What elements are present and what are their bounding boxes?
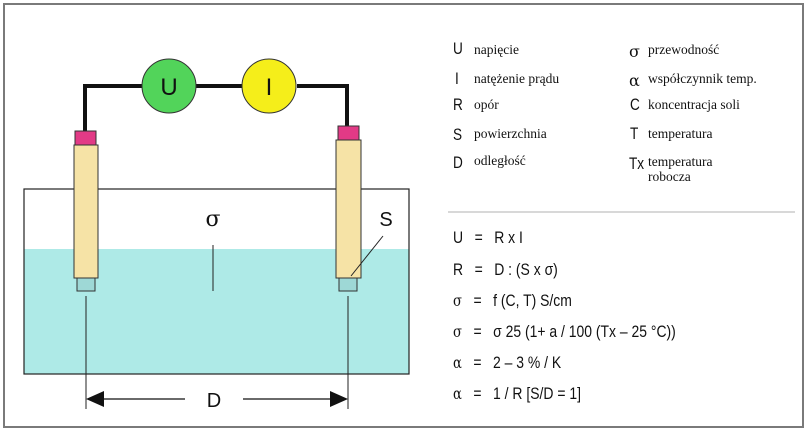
- legend-symbol: Tx: [629, 154, 645, 173]
- electrode-cap-right: [337, 125, 360, 141]
- formula-row: α = 1 / R [S/D = 1]: [453, 384, 581, 404]
- formula-lhs: σ: [453, 322, 462, 341]
- formula-rhs: σ 25 (1+ a / 100 (Tx – 25 °C)): [493, 322, 676, 341]
- s-label: S: [379, 209, 392, 231]
- legend-text-line2: robocza: [648, 169, 691, 184]
- wire: [83, 84, 142, 133]
- formula-eq: =: [474, 228, 483, 247]
- formula-eq: =: [473, 353, 482, 372]
- formula-lhs: α: [453, 384, 462, 403]
- legend-text: koncentracja soli: [648, 97, 740, 112]
- legend-symbol: C: [630, 95, 640, 114]
- formula-rhs: D : (S x σ): [494, 260, 558, 279]
- legend-text: napięcie: [474, 42, 519, 57]
- formula-lhs: α: [453, 353, 462, 372]
- formula-row: R = D : (S x σ): [453, 260, 558, 280]
- formula-lhs: U: [453, 228, 464, 247]
- d-label: D: [207, 390, 221, 412]
- legend-text-line1: temperatura: [648, 154, 713, 169]
- sigma-label: σ: [205, 207, 220, 232]
- voltmeter-label: U: [160, 74, 177, 101]
- s-pointer: [350, 235, 384, 277]
- wire: [297, 84, 349, 128]
- legend-symbol: α: [629, 71, 640, 90]
- legend-text: opór: [474, 97, 499, 112]
- legend-text: natężenie prądu: [474, 71, 560, 86]
- formula-row: σ = σ 25 (1+ a / 100 (Tx – 25 °C)): [453, 322, 676, 342]
- legend-text: temperatura: [648, 126, 713, 141]
- formula-row: σ = f (C, T) S/cm: [453, 291, 572, 311]
- formula-row: U = R x I: [453, 228, 523, 248]
- formula-rhs: 1 / R [S/D = 1]: [493, 384, 581, 403]
- ammeter-label: I: [266, 74, 273, 101]
- formula-rhs: 2 – 3 % / K: [493, 353, 562, 372]
- legend-text: odległość: [474, 153, 526, 168]
- electrode-tip-left: [76, 277, 96, 292]
- formula-eq: =: [474, 260, 483, 279]
- legend-symbol: R: [453, 95, 463, 114]
- arrow-left: [86, 391, 104, 407]
- legend-text: powierzchnia: [474, 126, 547, 141]
- ammeter: [241, 58, 297, 114]
- voltmeter: [141, 58, 197, 114]
- formula-eq: =: [473, 291, 482, 310]
- arrow-right: [330, 391, 348, 407]
- legend-symbol: σ: [629, 42, 640, 61]
- formula-rhs: R x I: [494, 228, 523, 247]
- formula-eq: =: [473, 322, 482, 341]
- legend-symbol: S: [453, 125, 463, 144]
- formula-lhs: σ: [453, 291, 462, 310]
- electrode-tip-right: [338, 277, 358, 292]
- legend-text: współczynnik temp.: [648, 71, 757, 86]
- formula-rhs: f (C, T) S/cm: [493, 291, 572, 310]
- formula-lhs: R: [453, 260, 464, 279]
- electrode-body-right: [335, 139, 362, 279]
- legend-symbol: T: [630, 124, 639, 143]
- formula-row: α = 2 – 3 % / K: [453, 353, 561, 373]
- legend-symbol: U: [453, 39, 463, 58]
- legend-symbol: D: [453, 153, 463, 172]
- legend-text: przewodność: [648, 42, 720, 57]
- electrode-body-left: [73, 144, 99, 279]
- formula-eq: =: [473, 384, 482, 403]
- container: [23, 188, 410, 375]
- legend-symbol: I: [455, 69, 459, 88]
- electrode-cap-left: [74, 130, 97, 146]
- legend-text: temperatura robocza: [648, 154, 712, 184]
